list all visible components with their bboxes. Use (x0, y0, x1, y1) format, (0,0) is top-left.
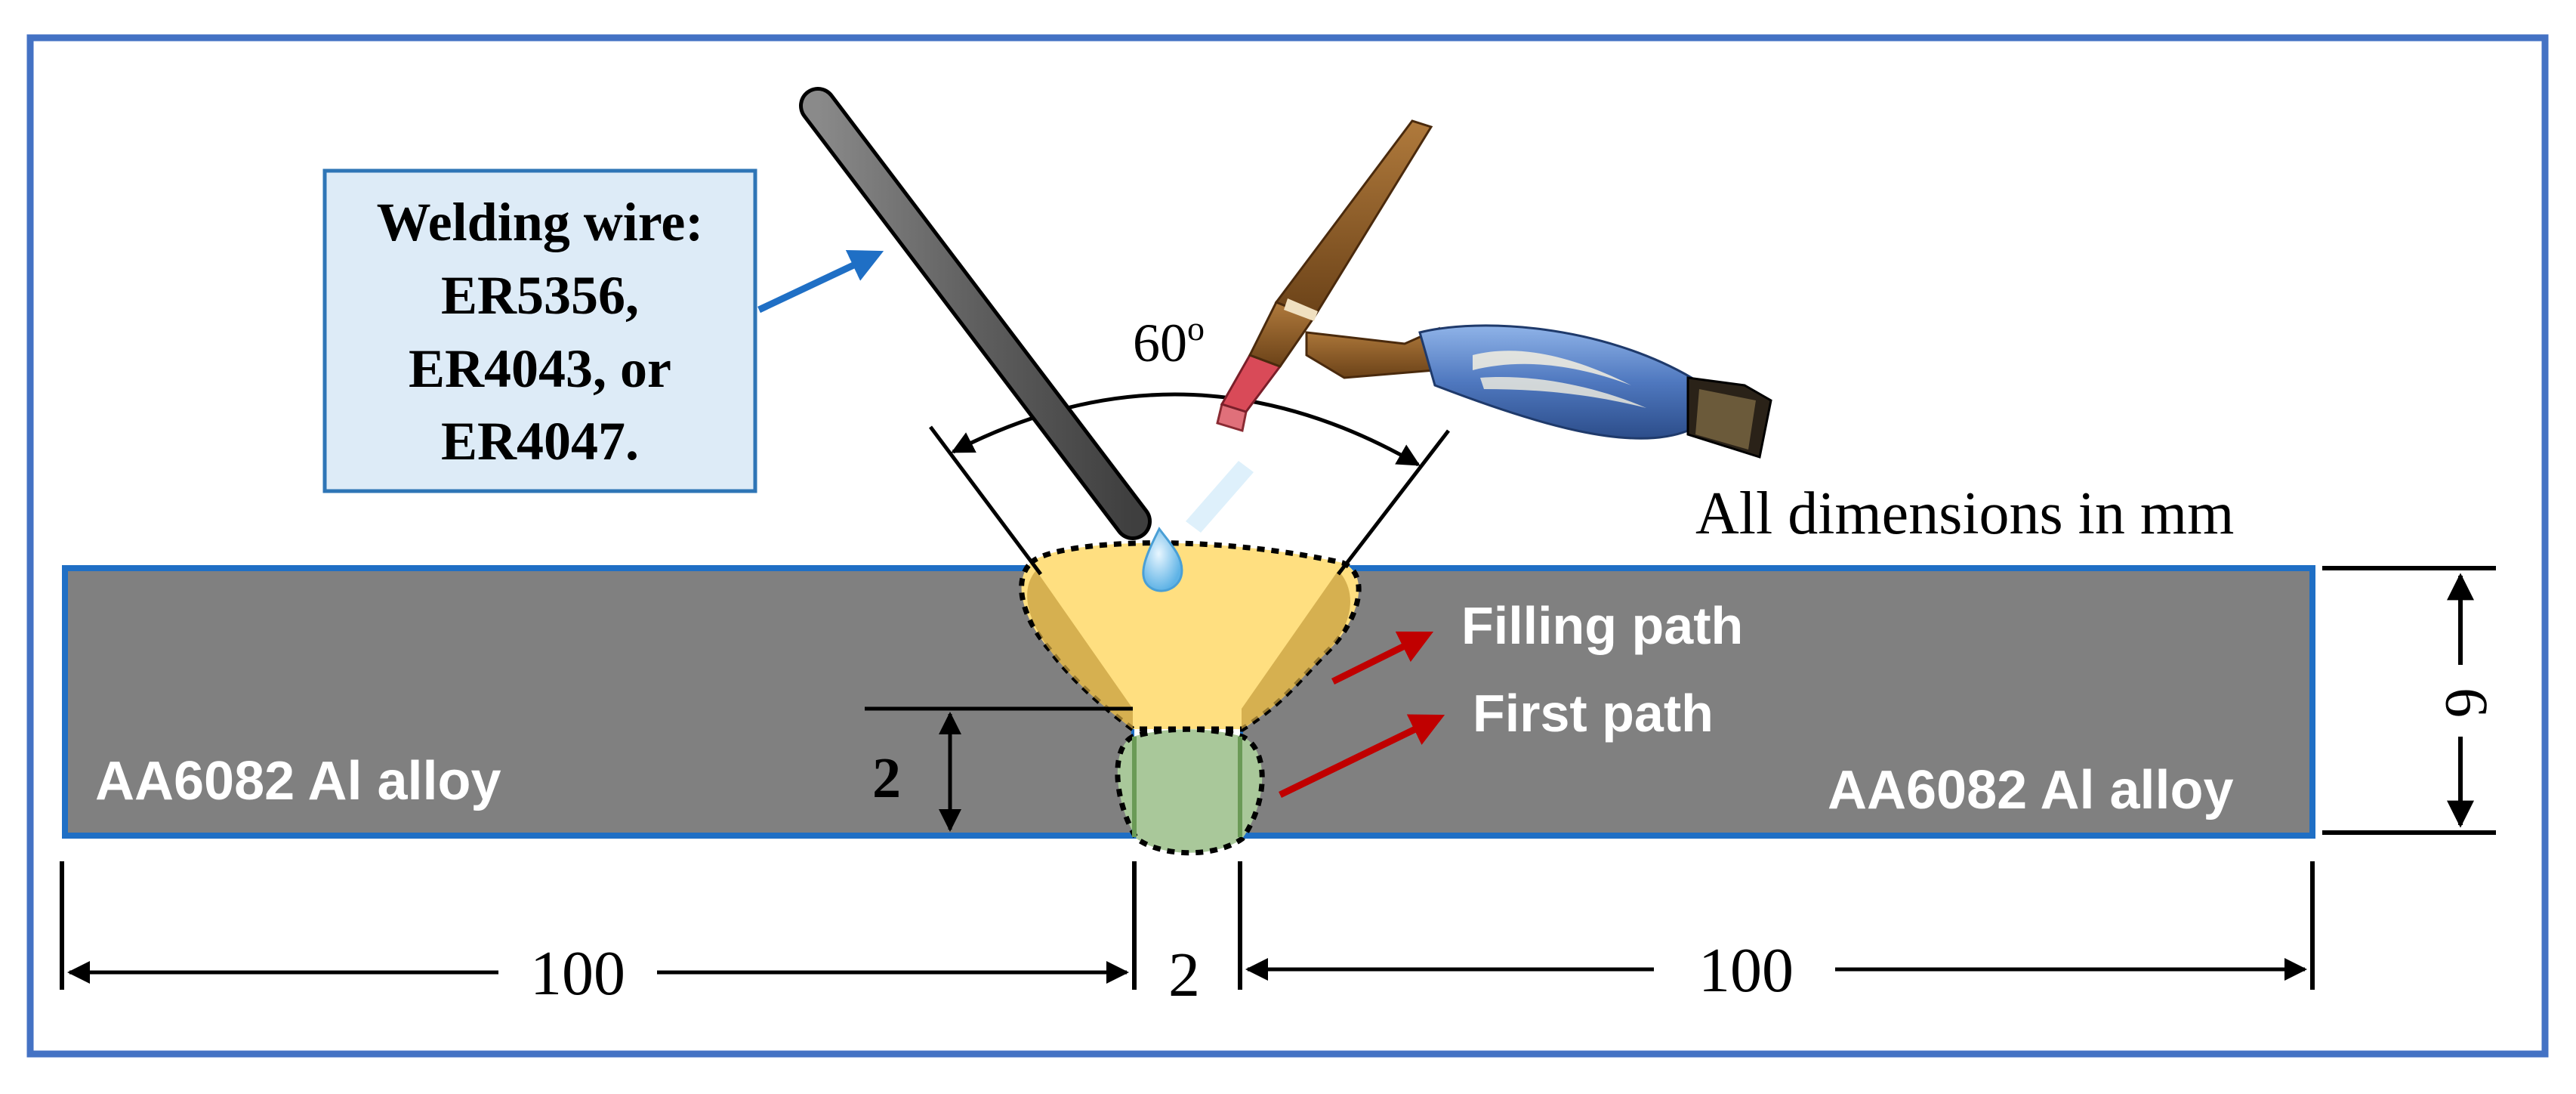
units-note: All dimensions in mm (1695, 481, 2234, 547)
filler-wire-icon (799, 87, 1152, 540)
first-pass-bead (1115, 726, 1265, 856)
wire-label-line-4: ER4047. (441, 411, 639, 471)
weld-droplet-icon (1142, 461, 1254, 592)
right-plate-label: AA6082 Al alloy (1828, 760, 2234, 820)
filling-pass-edge-right (1242, 570, 1350, 729)
groove-extension-left (928, 425, 1043, 576)
right-length-label: 100 (1698, 935, 1794, 1006)
first-pass-arrow (1279, 714, 1445, 799)
wire-label-line-1: Welding wire: (377, 192, 704, 252)
wire-label-pointer (757, 249, 884, 314)
filling-pass-arrow (1331, 631, 1434, 685)
wire-label-line-3: ER4043, or (409, 338, 671, 399)
left-plate-label: AA6082 Al alloy (95, 751, 501, 811)
gap-label: 2 (1168, 940, 1200, 1010)
left-length-label: 100 (530, 938, 625, 1009)
filling-pass-label: Filling path (1461, 596, 1743, 655)
thickness-label: 6 (2433, 688, 2500, 718)
wire-label-box (322, 168, 757, 493)
tig-torch-icon (1216, 119, 1772, 459)
root-height-label: 2 (872, 746, 901, 810)
groove-extension-right (1337, 429, 1450, 576)
angle-arc (951, 392, 1421, 467)
angle-label: 60o (1133, 309, 1205, 373)
first-pass-label: First path (1473, 684, 1714, 743)
wire-label-line-2: ER5356, (441, 265, 639, 326)
filling-pass-edge-left (1027, 570, 1133, 729)
right-plate (1237, 565, 2315, 839)
